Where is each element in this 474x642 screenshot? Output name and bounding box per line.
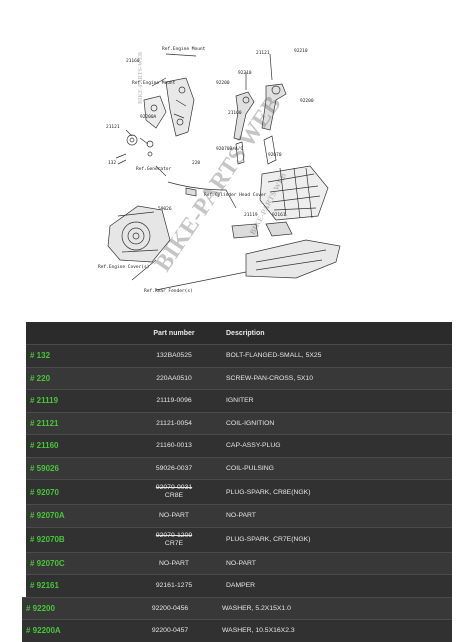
header-description: Description [226, 329, 265, 337]
part-ref-link[interactable]: # 21160 [30, 441, 59, 451]
label-92210-b: 92210 [294, 48, 308, 54]
part-number: 21119-0096 [156, 397, 192, 405]
part-description: PLUG-SPARK, CR8E(NGK) [226, 488, 311, 496]
label-ref-cylinder-head-cover: Ref.Cylinder Head Cover [204, 192, 267, 198]
part-description: SCREW-PAN-CROSS, 5X10 [226, 374, 313, 382]
table-row[interactable]: # 92070C NO-PART NO-PART [26, 551, 452, 574]
part-description: IGNITER [226, 397, 254, 405]
parts-diagram: Ref.Engine Mount Ref.Engine Mount 21121 … [96, 40, 376, 302]
label-92070b: 92070B/A/C [216, 146, 243, 152]
label-engine-mount-top: Ref.Engine Mount [162, 46, 206, 52]
part-number-superseded: 92070-0031 [155, 484, 193, 491]
label-59026: 59026 [158, 206, 172, 212]
label-92200: 92200 [216, 80, 230, 86]
part-number: 21160-0013 [156, 442, 192, 450]
part-number-superseded: 92070-1209 [155, 531, 193, 539]
table-row[interactable]: # 92200A 92200-0457 WASHER, 10.5X16X2.3 [22, 619, 452, 642]
table-row[interactable]: # 21160 21160-0013 CAP-ASSY-PLUG [26, 434, 452, 457]
part-description: PLUG-SPARK, CR7E(NGK) [226, 536, 311, 543]
part-description: NO-PART [226, 559, 256, 567]
label-92200-b: 92200 [300, 98, 314, 104]
part-description: WASHER, 10.5X16X2.3 [222, 627, 295, 635]
part-number-code: CR8E [164, 492, 184, 499]
part-number: 59026-0037 [155, 464, 193, 472]
part-number: 220AA0510 [156, 374, 192, 382]
exploded-view-drawing: Ref.Engine Mount Ref.Engine Mount 21121 … [98, 46, 341, 294]
table-row[interactable]: # 21119 21119-0096 IGNITER [26, 389, 452, 412]
part-number: 21121-0054 [156, 419, 192, 427]
part-ref-link[interactable]: # 92200 [26, 603, 55, 613]
part-ref-link[interactable]: # 21119 [30, 396, 59, 406]
label-21160-a: 21160 [228, 110, 242, 116]
part-description: WASHER, 5.2X15X1.0 [222, 604, 291, 612]
part-description: BOLT-FLANGED-SMALL, 5X25 [226, 352, 322, 360]
part-description: DAMPER [226, 582, 256, 590]
part-description: CAP-ASSY-PLUG [226, 442, 281, 450]
table-row[interactable]: # 92161 92161-1275 DAMPER [26, 574, 452, 597]
part-ref-link[interactable]: # 92070C [30, 558, 65, 568]
header-part-number: Part number [153, 329, 195, 337]
table-row[interactable]: # 92070A NO-PART NO-PART [26, 504, 452, 527]
part-number: NO-PART [159, 559, 189, 567]
table-row[interactable]: # 59026 59026-0037 COIL-PULSING [26, 456, 452, 479]
table-row[interactable]: # 132 132BA0525 BOLT-FLANGED-SMALL, 5X25 [26, 344, 452, 367]
part-ref-link[interactable]: # 220 [30, 373, 51, 383]
part-description: COIL-PULSING [226, 464, 274, 472]
label-21121-b: 21121 [106, 124, 120, 130]
part-number: 132BA0525 [156, 352, 192, 360]
label-21160-b: 21160 [126, 58, 140, 64]
watermark-small: BIKE-PARTS-WEB [138, 51, 144, 104]
part-number: NO-PART [159, 512, 189, 520]
part-ref-link[interactable]: # 59026 [30, 463, 59, 473]
part-number: 92200-0456 [151, 604, 189, 612]
label-92210: 92210 [238, 70, 252, 76]
part-number-code: CR7E [164, 539, 184, 547]
part-description: COIL-IGNITION [226, 419, 275, 427]
part-ref-link[interactable]: # 92070B [30, 535, 65, 544]
parts-table: Part number Description # 132 132BA0525 BO… [22, 322, 452, 642]
part-ref-link[interactable]: # 92161 [30, 581, 59, 591]
part-number: 92200-0457 [151, 627, 189, 635]
label-21119: 21119 [244, 212, 258, 218]
table-row[interactable]: # 220 220AA0510 SCREW-PAN-CROSS, 5X10 [26, 366, 452, 389]
part-ref-link[interactable]: # 92200A [26, 626, 61, 636]
table-row[interactable]: # 92200 92200-0456 WASHER, 5.2X15X1.0 [22, 596, 452, 619]
label-21121-a: 21121 [256, 50, 270, 56]
part-ref-link[interactable]: # 21121 [30, 418, 59, 428]
label-132: 132 [108, 160, 116, 166]
label-220: 220 [192, 160, 200, 166]
table-header: Part number Description [26, 322, 452, 344]
table-row[interactable]: # 21121 21121-0054 COIL-IGNITION [26, 411, 452, 434]
part-description: NO-PART [226, 512, 256, 520]
label-ref-rear-fender: Ref.Rear Fender(s) [144, 288, 193, 294]
label-ref-generator: Ref.Generator [136, 166, 172, 172]
label-ref-engine-cover: Ref.Engine Cover(s) [98, 264, 149, 270]
label-92200a: 92200A [140, 114, 157, 120]
part-ref-link[interactable]: # 92070A [30, 511, 65, 521]
label-engine-mount-left: Ref.Engine Mount [132, 80, 176, 86]
label-92161: 92161 [272, 212, 286, 218]
part-ref-link[interactable]: # 92070 [30, 487, 59, 497]
part-ref-link[interactable]: # 132 [30, 351, 51, 361]
label-92070: 92070 [268, 152, 282, 158]
part-number: 92161-1275 [155, 582, 193, 590]
